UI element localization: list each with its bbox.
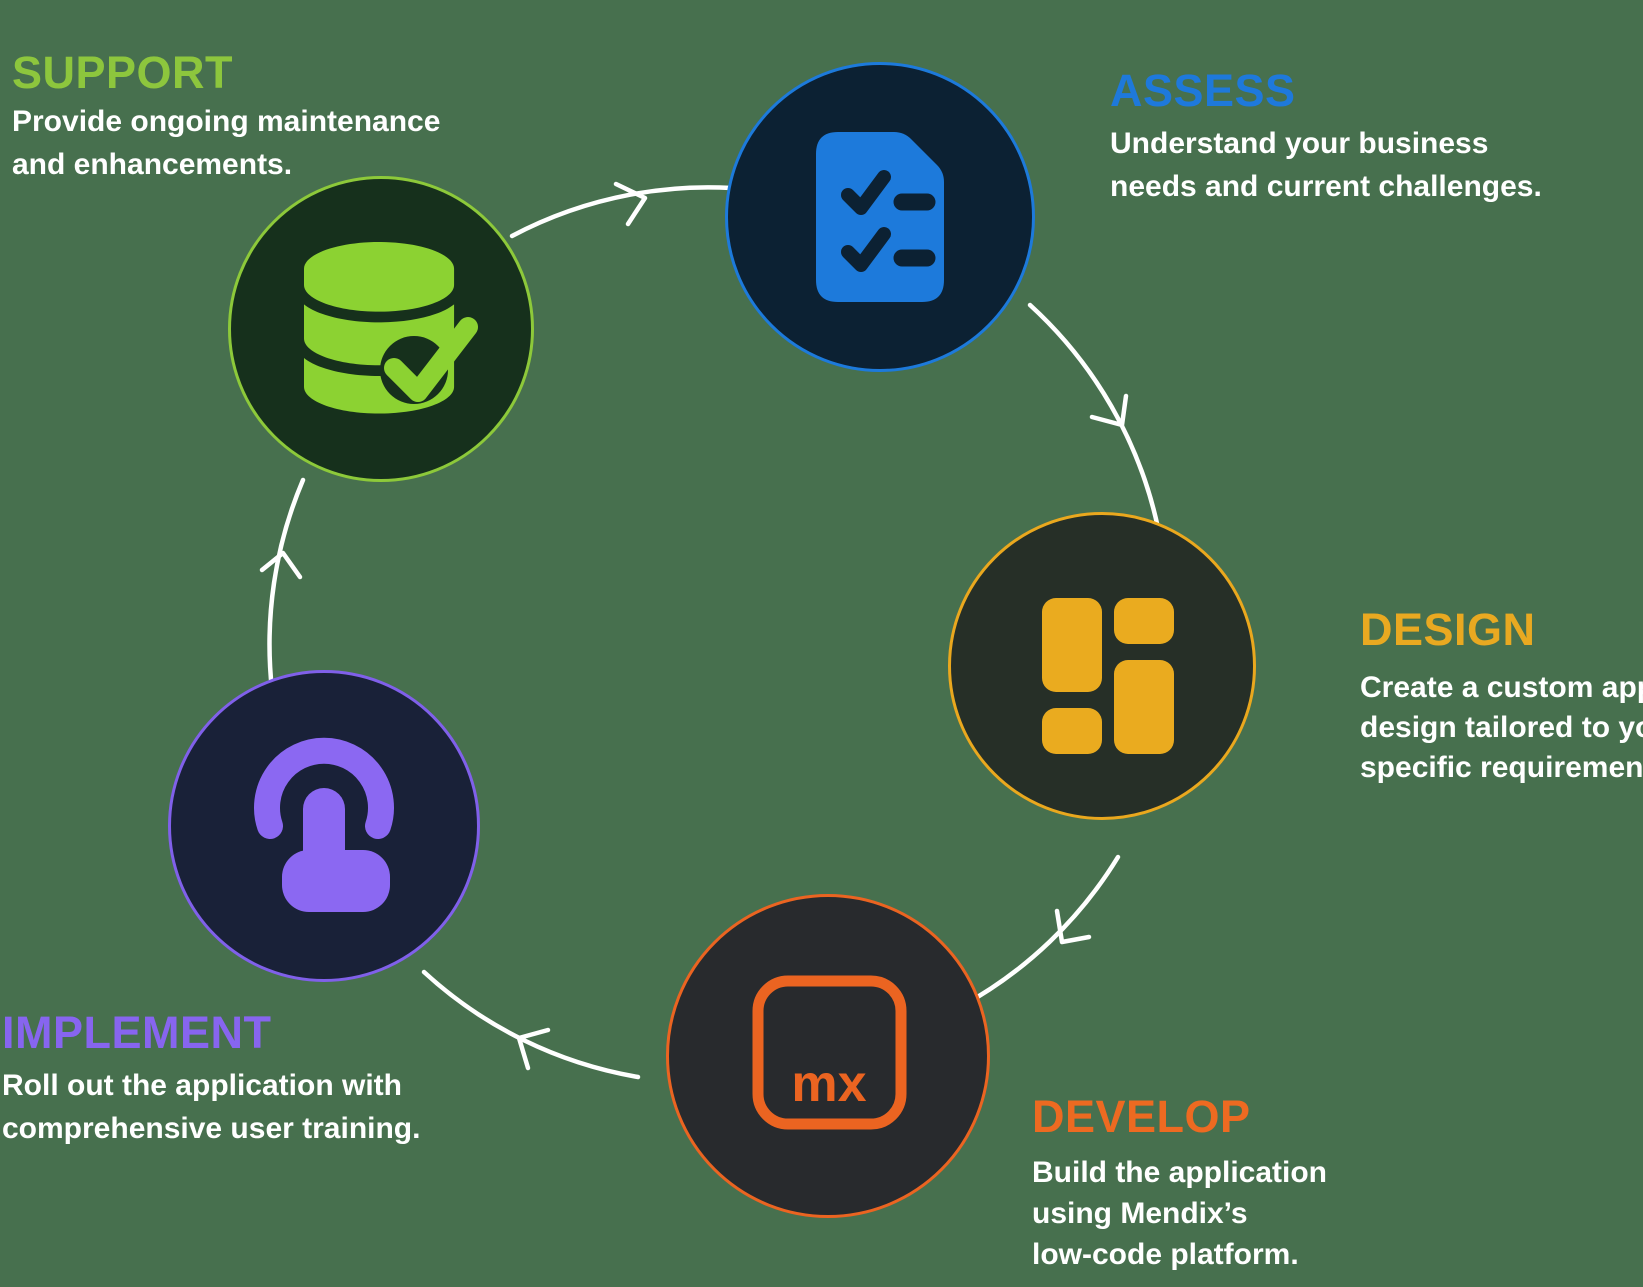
arrow-develop-to-implement <box>421 969 641 1080</box>
arrow-design-to-develop <box>959 854 1121 1009</box>
design-description: Create a custom app design tailored to y… <box>1360 668 1643 788</box>
assess-description-line: Understand your business <box>1110 127 1489 160</box>
implement-description: Roll out the application with comprehens… <box>2 1064 420 1150</box>
checklist-document-icon <box>816 132 944 302</box>
assess-node <box>725 62 1035 372</box>
database-check-icon <box>304 242 478 414</box>
support-description-line: and enhancements. <box>12 148 293 181</box>
support-description-line: Provide ongoing maintenance <box>12 105 441 138</box>
develop-description-line: Build the application <box>1032 1156 1328 1189</box>
develop-description: Build the application using Mendix’s low… <box>1032 1152 1327 1275</box>
arrow-assess-to-design <box>1027 302 1161 531</box>
design-description-line: design tailored to your <box>1360 711 1643 744</box>
support-heading: SUPPORT <box>12 47 234 98</box>
develop-heading: DEVELOP <box>1032 1091 1251 1142</box>
develop-node: mx <box>666 894 990 1218</box>
arrow-implement-to-support <box>259 477 306 693</box>
implement-node <box>168 670 480 982</box>
support-description: Provide ongoing maintenance and enhancem… <box>12 100 440 186</box>
support-node <box>228 176 534 482</box>
design-description-line: Create a custom app <box>1360 671 1643 704</box>
assess-description-line: needs and current challenges. <box>1110 170 1542 203</box>
develop-description-line: using Mendix’s <box>1032 1197 1248 1230</box>
mendix-logo-icon: mx <box>752 975 907 1130</box>
implement-description-line: Roll out the application with <box>2 1069 402 1102</box>
develop-description-line: low-code platform. <box>1032 1238 1299 1271</box>
implement-description-line: comprehensive user training. <box>2 1112 421 1145</box>
assess-heading: ASSESS <box>1110 65 1296 116</box>
design-heading: DESIGN <box>1360 604 1536 655</box>
design-description-line: specific requirements. <box>1360 751 1643 784</box>
implement-heading: IMPLEMENT <box>2 1007 272 1058</box>
assess-description: Understand your business needs and curre… <box>1110 122 1542 208</box>
layout-grid-icon <box>1042 598 1174 754</box>
design-node <box>948 512 1256 820</box>
arrow-support-to-assess <box>509 181 758 239</box>
touch-tap-icon <box>254 737 394 912</box>
mendix-logo-text: mx <box>791 1055 866 1113</box>
